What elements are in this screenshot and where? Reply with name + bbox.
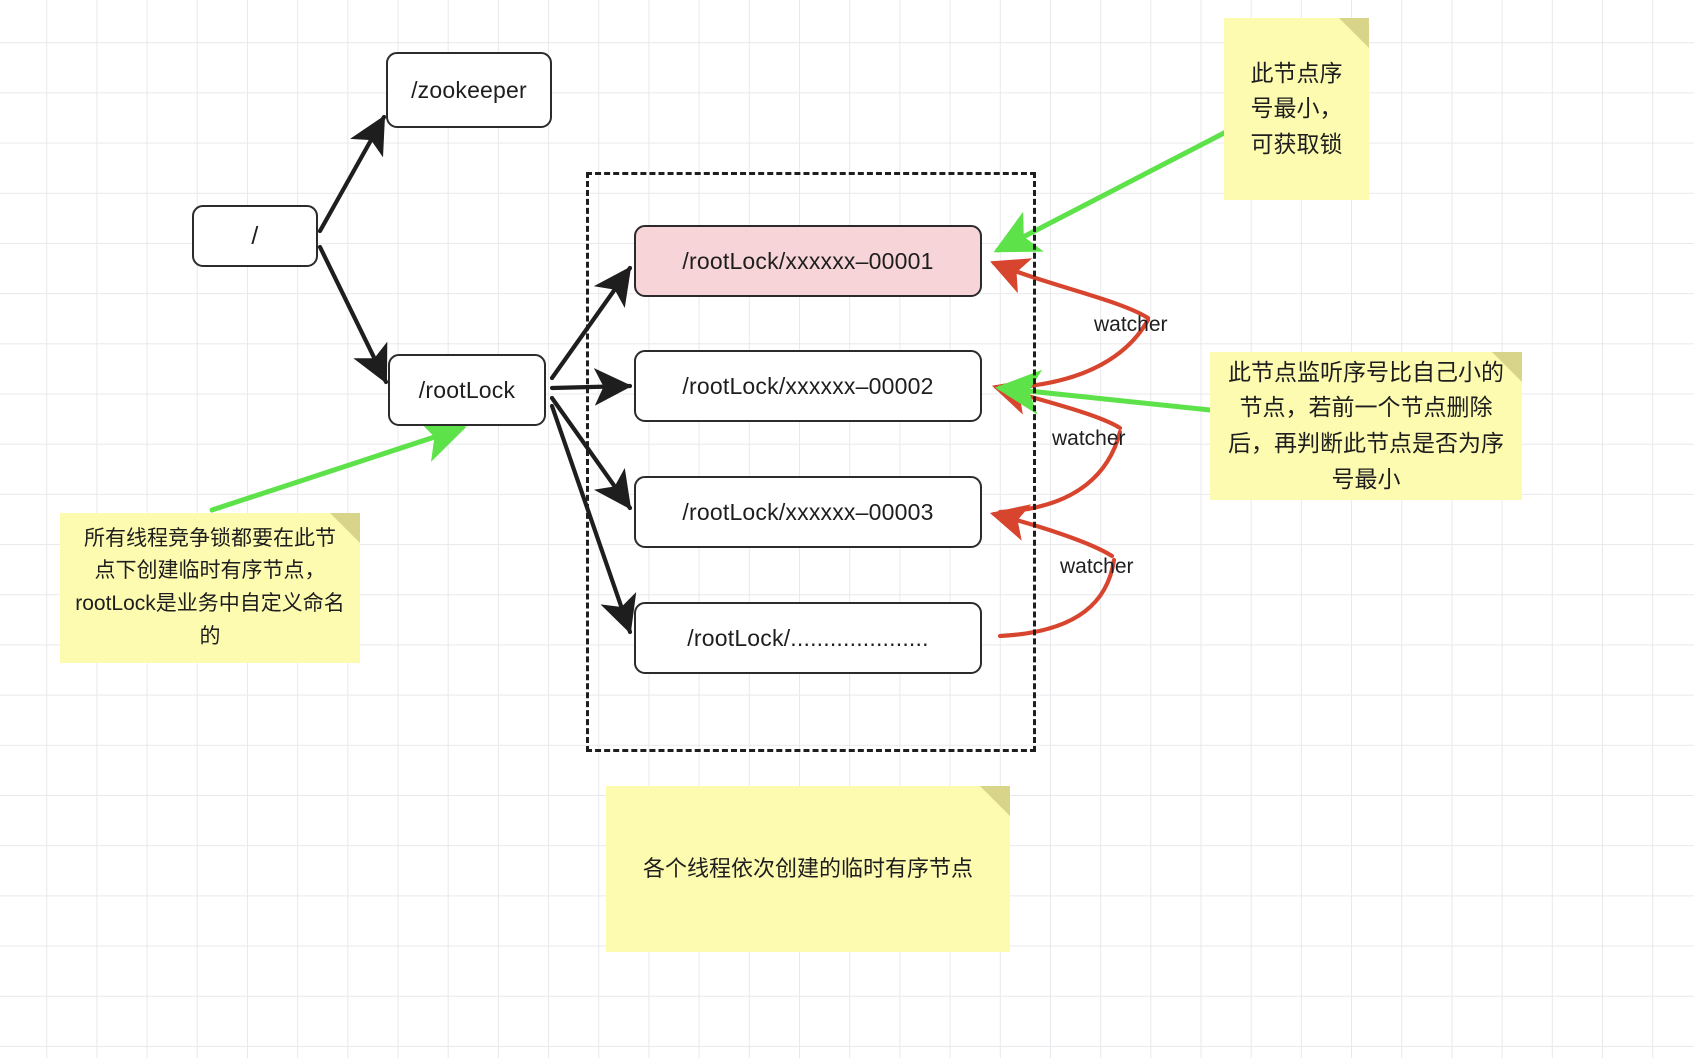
sticky-note-bottom-left[interactable]: 所有线程竞争锁都要在此节点下创建临时有序节点，rootLock是业务中自定义命名… — [60, 513, 360, 663]
watcher-tail-3 — [997, 557, 1117, 639]
node-lock-child-3[interactable]: /rootLock/xxxxxx–00003 — [634, 476, 982, 548]
watcher-label-2: watcher — [1052, 427, 1126, 450]
pointer-arrow-bottom-left — [209, 419, 467, 513]
node-lock-child-1[interactable]: /rootLock/xxxxxx–00001 — [634, 225, 982, 297]
node-zookeeper[interactable]: /zookeeper — [386, 52, 552, 128]
edge-rootlock-to-child-2 — [549, 368, 633, 406]
note-fold-icon — [1492, 352, 1522, 382]
note-fold-icon — [330, 513, 360, 543]
node-root-label: / — [251, 221, 259, 250]
node-rootlock[interactable]: /rootLock — [388, 354, 546, 426]
edge-root-to-zookeeper — [317, 114, 387, 234]
sticky-note-bottom-text: 各个线程依次创建的临时有序节点 — [642, 855, 973, 881]
watcher-label-3: watcher — [1060, 555, 1134, 578]
sticky-note-bottom[interactable]: 各个线程依次创建的临时有序节点 — [606, 786, 1010, 952]
watcher-arrow-3 — [989, 504, 1115, 559]
node-lock-child-3-label: /rootLock/xxxxxx–00003 — [682, 498, 934, 525]
watcher-tail-2 — [997, 429, 1123, 515]
node-zookeeper-label: /zookeeper — [411, 76, 527, 103]
pointer-arrow-top-right — [993, 129, 1229, 253]
edge-rootlock-to-child-3 — [549, 395, 633, 511]
note-fold-icon — [1339, 18, 1369, 48]
edge-root-to-rootlock — [317, 244, 389, 385]
node-lock-child-1-label: /rootLock/xxxxxx–00001 — [682, 247, 934, 274]
sticky-note-right[interactable]: 此节点监听序号比自己小的节点，若前一个节点删除后，再判断此节点是否为序号最小 — [1210, 352, 1522, 500]
node-lock-child-4-label: /rootLock/..................... — [687, 624, 929, 651]
node-lock-child-2[interactable]: /rootLock/xxxxxx–00002 — [634, 350, 982, 422]
node-lock-child-4[interactable]: /rootLock/..................... — [634, 602, 982, 674]
sticky-note-bottom-left-text: 所有线程竞争锁都要在此节点下创建临时有序节点，rootLock是业务中自定义命名… — [75, 526, 345, 648]
watcher-arrow-1 — [990, 258, 1151, 321]
sequential-nodes-group — [586, 172, 1036, 752]
node-root[interactable]: / — [192, 205, 318, 267]
sticky-note-top-right-text: 此节点序号最小，可获取锁 — [1250, 59, 1343, 157]
sticky-note-right-text: 此节点监听序号比自己小的节点，若前一个节点删除后，再判断此节点是否为序号最小 — [1228, 358, 1504, 492]
node-rootlock-label: /rootLock — [418, 376, 516, 403]
note-fold-icon — [980, 786, 1010, 816]
edge-rootlock-to-child-4 — [549, 403, 637, 635]
node-lock-child-2-label: /rootLock/xxxxxx–00002 — [682, 372, 934, 399]
edge-rootlock-to-child-1 — [549, 265, 633, 381]
sticky-note-top-right[interactable]: 此节点序号最小，可获取锁 — [1224, 18, 1369, 200]
watcher-label-1: watcher — [1094, 313, 1168, 336]
